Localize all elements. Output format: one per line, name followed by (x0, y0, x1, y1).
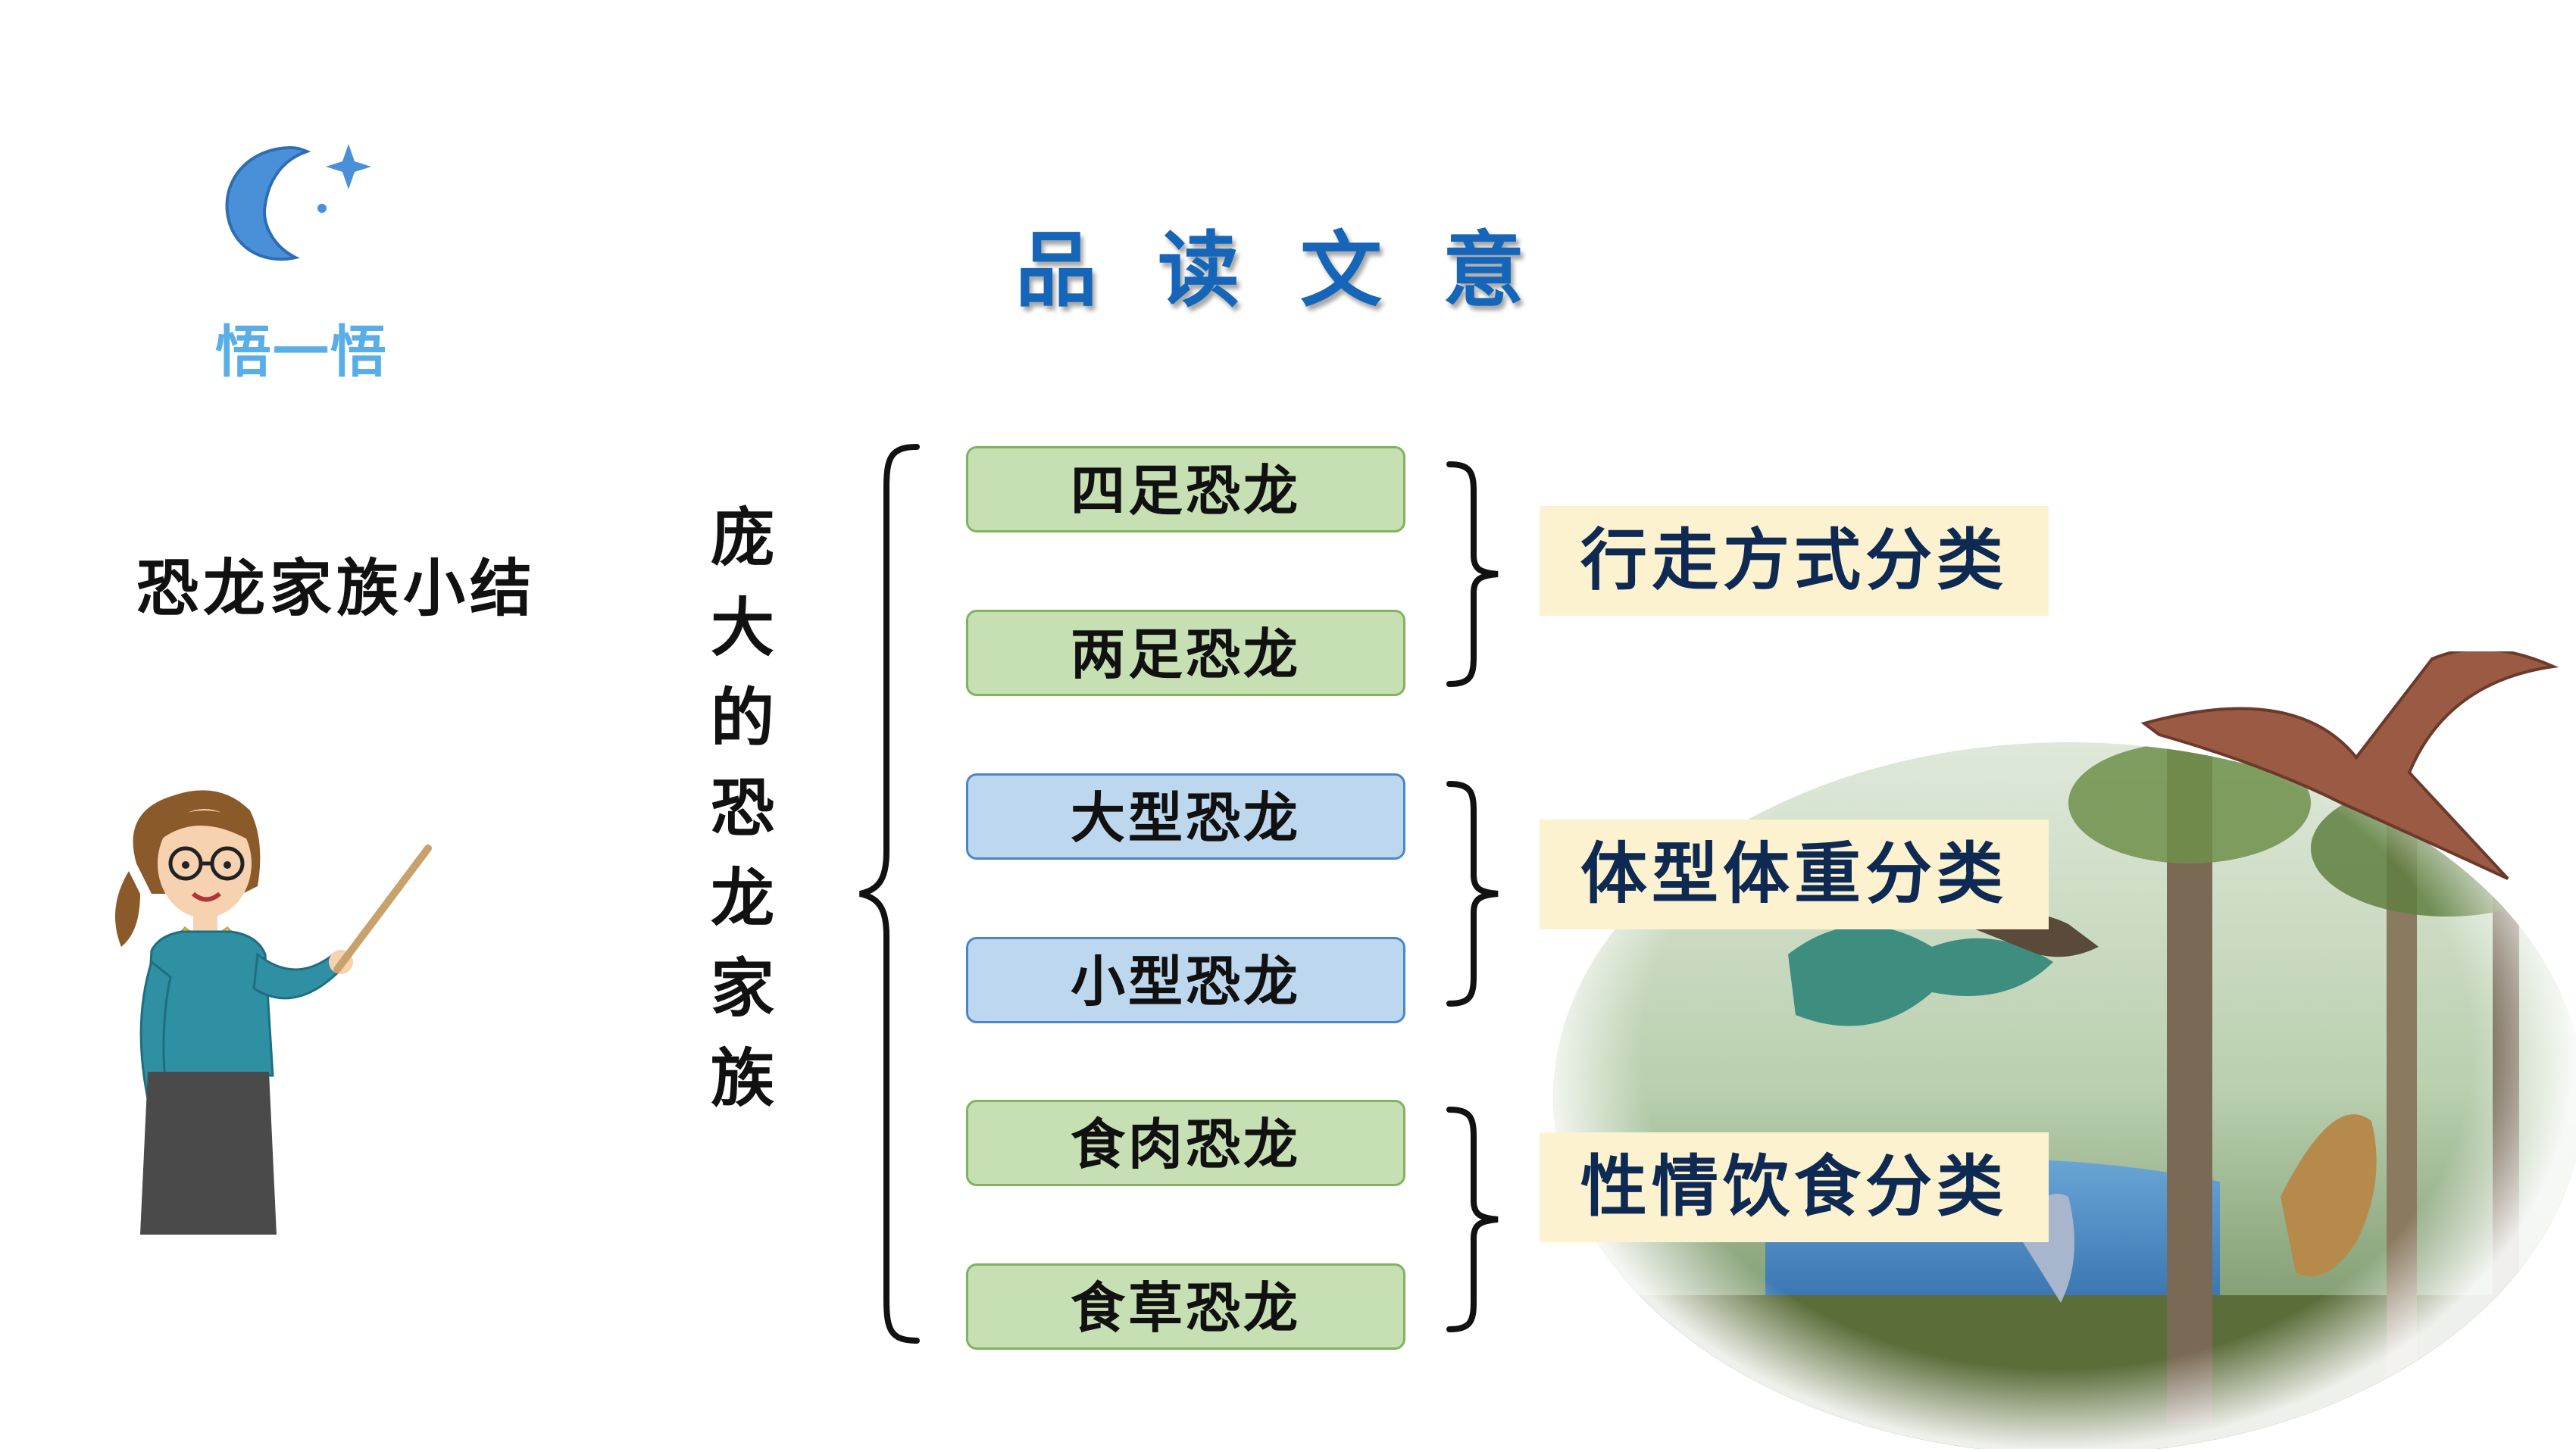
logo-label: 悟一悟 (215, 320, 388, 385)
right-curly-brace (1446, 1107, 1499, 1332)
right-curly-brace (1446, 461, 1499, 687)
right-curly-brace (1446, 781, 1499, 1007)
category-box: 四足恐龙 (966, 446, 1405, 532)
group-label: 性情饮食分类 (1540, 1132, 2049, 1242)
left-curly-brace (859, 444, 920, 1344)
summary-title: 恐龙家族小结 (136, 552, 537, 625)
category-box: 小型恐龙 (966, 937, 1405, 1023)
vertical-char: 大 (710, 590, 774, 665)
vertical-title: 庞 大 的 恐 龙 家 族 (697, 492, 788, 1123)
group-label: 行走方式分类 (1540, 506, 2049, 616)
dinosaur-scene-illustration (1538, 648, 2576, 1452)
vertical-char: 恐 (710, 770, 774, 845)
vertical-char: 家 (710, 951, 774, 1026)
vertical-char: 龙 (710, 860, 774, 935)
vertical-char: 的 (710, 680, 774, 755)
category-box: 两足恐龙 (966, 610, 1405, 696)
vertical-char: 庞 (710, 500, 774, 575)
vertical-char: 族 (710, 1041, 774, 1116)
category-box: 大型恐龙 (966, 773, 1405, 860)
category-box: 食肉恐龙 (966, 1100, 1405, 1186)
category-box: 食草恐龙 (966, 1263, 1405, 1350)
moon-face-star-icon (220, 133, 386, 269)
teacher-illustration (106, 780, 439, 1235)
page-title: 品读文意 (1015, 223, 1586, 318)
group-label: 体型体重分类 (1540, 820, 2049, 929)
